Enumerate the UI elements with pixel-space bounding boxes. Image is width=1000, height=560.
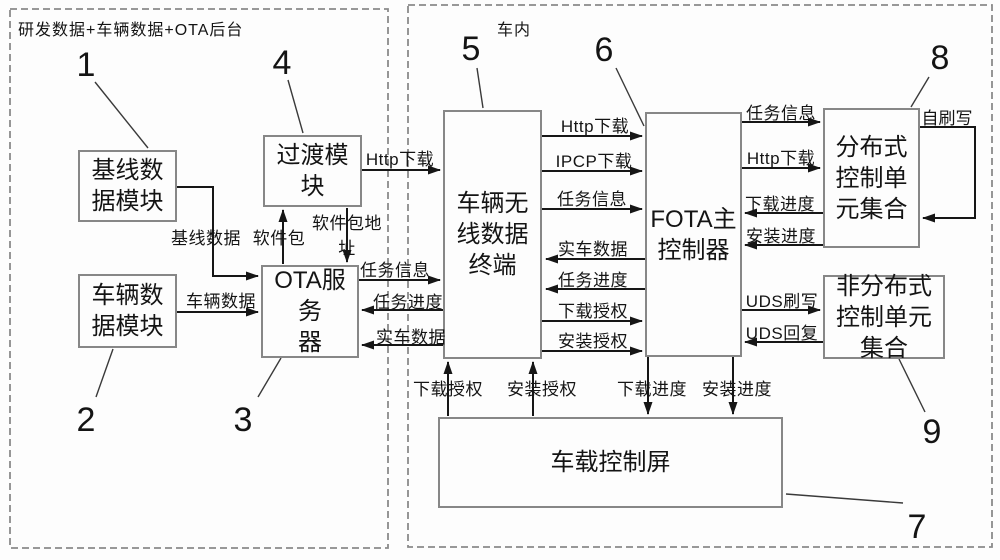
ref-number-1: 1: [76, 46, 96, 84]
edge-label-download-auth-2: 下载授权: [413, 380, 483, 399]
ref-number-4: 4: [272, 44, 292, 82]
leader-ref-5: [476, 67, 484, 109]
ref-number-3: 3: [233, 401, 253, 439]
ref-number-7: 7: [907, 508, 927, 546]
box-fota-main-controller: FOTA主 控制器: [645, 112, 742, 357]
edge-label-download-auth-1: 下载授权: [558, 302, 628, 321]
edge-label-install-auth-1: 安装授权: [558, 332, 628, 351]
ref-number-8: 8: [930, 39, 950, 77]
leader-ref-9: [898, 358, 926, 413]
edge-label-uds-flash: UDS刷写: [745, 292, 819, 311]
box-non-distributed-control-units: 非分布式 控制单元 集合: [823, 273, 945, 362]
edge-label-real-vehicle-data-1: 实车数据: [376, 328, 446, 347]
box-ota-server: OTA服务 器: [261, 265, 359, 358]
edge-label-install-progress-1: 安装进度: [746, 227, 816, 246]
backend-region-label: 研发数据+车辆数据+OTA后台: [18, 22, 244, 39]
edge-label-http-download-3: Http下载: [746, 149, 816, 168]
edge-label-software-package: 软件包: [252, 229, 306, 248]
box-vehicle-data-module: 车辆数 据模块: [78, 274, 177, 348]
edge-label-ipcp-download: IPCP下载: [555, 152, 633, 171]
leader-ref-2: [95, 348, 114, 398]
connector-self-flash-loop: [920, 126, 976, 223]
in-vehicle-region-label: 车内: [497, 22, 532, 39]
backend-dashed-border: [9, 8, 389, 549]
ref-number-6: 6: [594, 31, 614, 69]
edge-label-task-info-1: 任务信息: [360, 261, 430, 280]
edge-label-real-vehicle-data-2: 实车数据: [558, 240, 628, 259]
leader-ref-6: [615, 67, 645, 127]
edge-label-task-progress-2: 任务进度: [558, 271, 628, 290]
leader-ref-7: [785, 493, 904, 504]
edge-label-http-download-1: Http下载: [365, 150, 435, 169]
box-baseline-data-module: 基线数 据模块: [78, 150, 177, 222]
box-transition-module: 过渡模 块: [263, 135, 362, 207]
edge-label-install-progress-2: 安装进度: [702, 380, 772, 399]
ref-number-9: 9: [922, 413, 942, 451]
edge-label-software-package-address: 软件包地 址: [312, 214, 382, 258]
leader-ref-4: [287, 79, 304, 134]
connector-baseline-data: [177, 186, 259, 281]
ref-number-2: 2: [76, 401, 96, 439]
edge-label-download-progress-1: 下载进度: [745, 195, 815, 214]
leader-ref-1: [94, 81, 149, 149]
edge-label-http-download-2: Http下载: [560, 117, 630, 136]
edge-label-self-flash: 自刷写: [921, 109, 973, 128]
in-vehicle-dashed-border: [407, 4, 993, 548]
edge-label-task-info-2: 任务信息: [557, 190, 627, 209]
edge-label-uds-reply: UDS回复: [745, 324, 819, 343]
edge-label-install-auth-2: 安装授权: [507, 380, 577, 399]
edge-label-baseline-data: 基线数据: [171, 229, 241, 248]
box-onboard-control-screen: 车载控制屏: [438, 417, 783, 508]
box-vehicle-wireless-terminal: 车辆无 线数据 终端: [443, 110, 542, 359]
box-distributed-control-units: 分布式 控制单 元集合: [823, 108, 920, 248]
leader-ref-3: [257, 357, 282, 398]
edge-label-task-info-3: 任务信息: [746, 104, 816, 123]
edge-label-task-progress-1: 任务进度: [373, 293, 443, 312]
edge-label-download-progress-2: 下载进度: [617, 380, 687, 399]
leader-ref-8: [910, 76, 930, 108]
edge-label-vehicle-data: 车辆数据: [186, 292, 256, 311]
ref-number-5: 5: [461, 30, 481, 68]
